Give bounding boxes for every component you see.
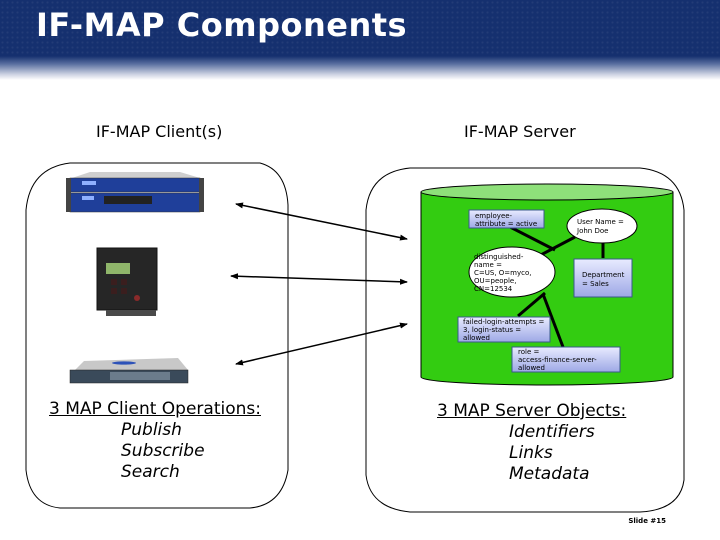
network-appliance-icon <box>66 172 204 213</box>
object-metadata: Metadata <box>509 464 590 484</box>
metadata-text: = Sales <box>582 280 609 288</box>
slide-header <box>0 0 720 80</box>
client-server-arrow-1 <box>235 202 408 241</box>
slide-title: IF-MAP Components <box>36 6 408 44</box>
metadata-failed-login: failed-login-attempts = 3, login-status … <box>457 316 551 343</box>
metadata-text: role = <box>518 348 539 356</box>
server-frame <box>365 167 685 513</box>
client-column-title: IF-MAP Client(s) <box>96 122 223 141</box>
metadata-role: role = access-finance-server- allowed <box>511 346 621 373</box>
metadata-text: Department <box>582 271 625 279</box>
operation-publish: Publish <box>121 420 182 440</box>
server-objects: 3 MAP Server Objects: Identifiers Links … <box>437 401 626 485</box>
link-dn-failed <box>517 291 546 318</box>
metadata-text: failed-login-attempts = <box>463 318 544 326</box>
object-identifiers: Identifiers <box>509 422 595 442</box>
operation-subscribe: Subscribe <box>121 441 205 461</box>
client-operations-heading: 3 MAP Client Operations: <box>49 399 261 419</box>
identifier-user-name: User Name = John Doe <box>566 208 638 244</box>
metadata-text: access-finance-server- <box>518 356 597 364</box>
identifier-text: C=US, O=myco, <box>474 269 531 277</box>
operation-search: Search <box>121 462 180 482</box>
identifier-text: distinguished- <box>474 253 524 261</box>
identifier-text: name = <box>474 261 502 269</box>
metadata-text: allowed <box>463 334 490 342</box>
client-frame <box>25 162 289 509</box>
client-server-arrow-2 <box>230 273 408 285</box>
identifier-text: User Name = <box>577 218 624 226</box>
metadata-department: Department = Sales <box>573 258 633 298</box>
identifier-text: OU=people, <box>474 277 516 285</box>
metadata-employee-attribute: employee- attribute = active <box>468 209 545 229</box>
metadata-text: allowed <box>518 364 545 372</box>
metadata-text: attribute = active <box>475 220 537 228</box>
link-employee-dn <box>507 224 556 252</box>
object-links: Links <box>509 443 553 463</box>
link-dn-role <box>541 293 565 348</box>
identifier-text: John Doe <box>576 227 608 235</box>
control-panel-icon <box>96 247 158 316</box>
identifier-distinguished-name: distinguished- name = C=US, O=myco, OU=p… <box>468 246 556 298</box>
identifier-text: CN=12534 <box>474 285 513 293</box>
client-server-arrow-3 <box>235 322 408 366</box>
server-objects-heading: 3 MAP Server Objects: <box>437 401 627 421</box>
metadata-text: 3, login-status = <box>463 326 521 334</box>
rack-server-icon <box>69 358 189 384</box>
client-operations: 3 MAP Client Operations: Publish Subscri… <box>49 399 261 483</box>
metadata-text: employee- <box>475 212 513 220</box>
server-column-title: IF-MAP Server <box>464 122 576 141</box>
slide-number: Slide #15 <box>628 517 666 525</box>
